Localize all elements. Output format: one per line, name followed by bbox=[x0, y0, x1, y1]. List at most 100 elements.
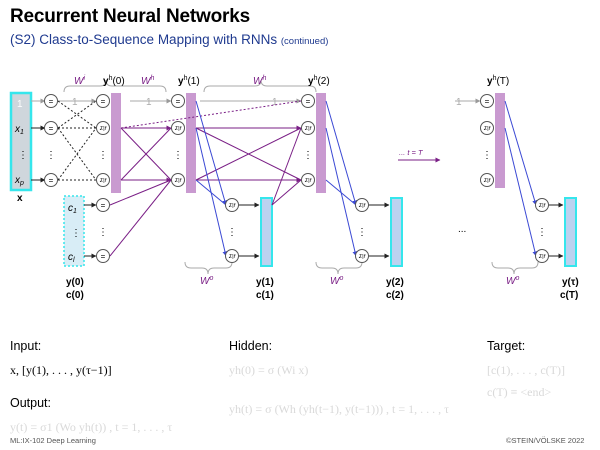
yh0-time: (0) bbox=[112, 76, 124, 87]
input-one-label: 1 bbox=[17, 99, 23, 110]
sigma-f-label: Σ|f bbox=[228, 254, 236, 260]
y2-label: y(2) bbox=[386, 277, 404, 288]
wh-symbol-2: W bbox=[253, 76, 264, 87]
slide-title: Recurrent Neural Networks bbox=[10, 6, 250, 27]
time-ellipsis: ... bbox=[458, 224, 466, 235]
yhT-time: (T) bbox=[496, 76, 509, 87]
slide-subtitle: (S2) Class-to-Sequence Mapping with RNNs… bbox=[10, 32, 328, 47]
sigma-f-label: Σ|f bbox=[99, 178, 107, 184]
output-labels: y(0) c(0) y(1) c(1) y(2) c(2) y(τ) c(T) bbox=[66, 277, 579, 301]
input-x-box bbox=[9, 91, 33, 192]
c1-symbol: c bbox=[68, 203, 73, 214]
c1-subscript: 1 bbox=[73, 208, 77, 215]
sigma-f-label: Σ|f bbox=[304, 178, 312, 184]
weight-wo-label-1: Wo bbox=[200, 275, 213, 287]
weight-wh-label-1: Wh bbox=[141, 75, 154, 87]
sigma-f-label: Σ|f bbox=[228, 203, 236, 209]
input-c-dots: ⋮ bbox=[71, 228, 81, 239]
yh-1-label: yh(1) bbox=[178, 75, 200, 87]
input-formula: x, [y(1), . . . , y(τ−1)] bbox=[10, 363, 112, 377]
eq-label: = bbox=[101, 97, 106, 106]
vertical-dots: ⋮ ⋮ ⋮ ⋮ ⋮ ⋮ ⋮ ⋮ ⋮ bbox=[46, 150, 547, 238]
subtitle-main: (S2) Class-to-Sequence Mapping with RNNs bbox=[10, 32, 278, 47]
output-formula: y(t) = σ1 (Wo yh(t)) , t = 1, . . . , τ bbox=[10, 420, 173, 434]
brace-wo-2 bbox=[315, 261, 363, 275]
eq-label: = bbox=[101, 252, 106, 261]
input-c-box bbox=[63, 195, 85, 267]
cl-symbol: c bbox=[68, 252, 73, 263]
input-x1-label: x1 bbox=[14, 124, 24, 136]
bias-one-2: 1 bbox=[146, 97, 152, 108]
wi-connections bbox=[57, 100, 97, 181]
vdots: ⋮ bbox=[173, 150, 183, 161]
input-cl-label: cl bbox=[68, 252, 75, 264]
yh2-time: (2) bbox=[317, 76, 329, 87]
input-c1-label: c1 bbox=[68, 203, 77, 215]
vdots: ⋮ bbox=[537, 227, 547, 238]
output-bar-tau bbox=[564, 197, 577, 267]
bias-connections bbox=[31, 79, 481, 104]
hidden-formula-1: yh(0) = σ (Wi x) bbox=[229, 363, 309, 377]
yhT-symbol: y bbox=[487, 76, 493, 87]
wh-superscript-2: h bbox=[262, 75, 266, 82]
hidden-bar-0 bbox=[111, 93, 121, 193]
target-formula-2: c(T) ≡ <end> bbox=[487, 385, 552, 399]
footer-left: ML:IX-102 Deep Learning bbox=[10, 436, 96, 445]
input-label: Input: bbox=[10, 339, 42, 353]
sigma-f-label: Σ|f bbox=[483, 126, 491, 132]
sigma-f-label: Σ|f bbox=[483, 178, 491, 184]
wi-symbol: W bbox=[74, 76, 85, 87]
eq-label: = bbox=[49, 97, 54, 106]
bias-one-1: 1 bbox=[72, 97, 78, 108]
wh-superscript-1: h bbox=[150, 75, 154, 82]
footer-right: ©STEIN/VÖLSKE 2022 bbox=[506, 436, 585, 445]
vdots: ⋮ bbox=[46, 150, 56, 161]
weight-wo-label-T: Wo bbox=[506, 275, 519, 287]
sigma-f-label: Σ|f bbox=[358, 254, 366, 260]
cT-label: c(T) bbox=[560, 290, 578, 301]
sigma-f-label: Σ|f bbox=[99, 126, 107, 132]
brace-wh bbox=[203, 79, 317, 93]
xp-subscript: p bbox=[19, 180, 24, 187]
target-formula-1: [c(1), . . . , c(T)] bbox=[487, 363, 565, 377]
identity-nodes bbox=[44, 94, 494, 263]
woT-symbol: W bbox=[506, 276, 517, 287]
input-xp-label: xp bbox=[14, 175, 24, 187]
yh1-symbol: y bbox=[178, 76, 184, 87]
c2-label: c(2) bbox=[386, 290, 404, 301]
cl-subscript: l bbox=[73, 257, 75, 264]
wh-connections bbox=[109, 100, 302, 257]
yh2-symbol: y bbox=[308, 76, 314, 87]
weight-wo-label-2: Wo bbox=[330, 275, 343, 287]
neuron-nodes bbox=[96, 121, 549, 263]
y0-label: y(0) bbox=[66, 277, 84, 288]
brace-wo-1 bbox=[184, 261, 233, 275]
x1-subscript: 1 bbox=[20, 129, 24, 136]
c0-label: c(0) bbox=[66, 290, 84, 301]
wo2-symbol: W bbox=[330, 276, 341, 287]
bias-one-3: 1 bbox=[272, 97, 278, 108]
output-bar-1 bbox=[260, 197, 273, 267]
subtitle-note: (continued) bbox=[280, 36, 329, 47]
sigma-f-label: Σ|f bbox=[174, 178, 182, 184]
hidden-bar-T bbox=[495, 93, 505, 188]
yh-0-label: yh(0) bbox=[103, 75, 125, 87]
input-x-dots: ⋮ bbox=[18, 150, 28, 161]
output-bar-2 bbox=[390, 197, 403, 267]
identity-node-labels: = = = = = = = = = bbox=[49, 97, 490, 261]
ytau-label: y(τ) bbox=[562, 277, 579, 288]
sigma-f-label: Σ|f bbox=[538, 203, 546, 209]
woT-superscript: o bbox=[515, 275, 519, 282]
eq-label: = bbox=[49, 124, 54, 133]
wh-symbol-1: W bbox=[141, 76, 152, 87]
wo1-superscript: o bbox=[209, 275, 213, 282]
yh-2-label: yh(2) bbox=[308, 75, 330, 87]
output-label: Output: bbox=[10, 396, 51, 410]
neuron-node-labels: Σ|f Σ|f Σ|f Σ|f Σ|f Σ|f Σ|f Σ|f Σ|f Σ|f … bbox=[99, 126, 546, 260]
bias-one-T: 1 bbox=[456, 97, 462, 108]
input-x-name: x bbox=[17, 193, 23, 204]
hidden-bar-2 bbox=[316, 93, 326, 193]
y1-label: y(1) bbox=[256, 277, 274, 288]
vdots: ⋮ bbox=[227, 227, 237, 238]
target-label: Target: bbox=[487, 339, 526, 353]
